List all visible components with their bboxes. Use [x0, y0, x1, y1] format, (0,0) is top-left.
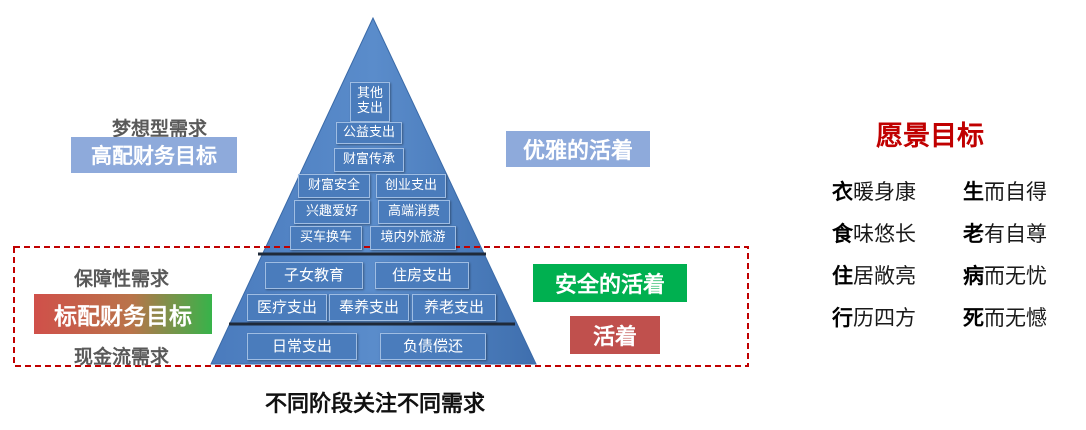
- vision-text: 有自尊: [984, 222, 1047, 246]
- pyramid-item-wealth-security: 财富安全: [298, 174, 370, 198]
- security-need-label: 保障性需求: [74, 268, 170, 290]
- high-goal-badge: 高配财务目标: [71, 137, 237, 173]
- pyramid-item-retirement: 养老支出: [412, 294, 496, 321]
- vision-key-char: 死: [963, 306, 984, 330]
- pyramid-item-daily-expenses: 日常支出: [247, 333, 357, 360]
- safe-living-badge: 安全的活着: [533, 264, 687, 302]
- vision-text: 暖身康: [853, 180, 916, 204]
- vision-item: 生而自得: [963, 176, 1047, 206]
- vision-text: 居敞亮: [853, 264, 916, 288]
- vision-text: 而无忧: [984, 264, 1047, 288]
- cashflow-need-label: 现金流需求: [74, 346, 170, 368]
- pyramid-item-charity: 公益支出: [336, 122, 402, 144]
- pyramid-item-travel: 境内外旅游: [370, 226, 456, 250]
- standard-goal-gradient: [34, 294, 212, 334]
- pyramid-item-hobbies: 兴趣爱好: [294, 200, 370, 224]
- vision-text: 历四方: [853, 306, 916, 330]
- vision-key-char: 行: [832, 306, 853, 330]
- vision-text: 味悠长: [853, 222, 916, 246]
- vision-key-char: 老: [963, 222, 984, 246]
- alive-badge: 活着: [570, 316, 660, 354]
- pyramid-item-medical: 医疗支出: [247, 294, 327, 321]
- elegant-living-badge: 优雅的活着: [506, 131, 650, 167]
- vision-text: 而自得: [984, 180, 1047, 204]
- vision-key-char: 生: [963, 180, 984, 204]
- vision-title: 愿景目标: [876, 121, 984, 152]
- vision-text: 而无憾: [984, 306, 1047, 330]
- vision-item: 死而无憾: [963, 302, 1047, 332]
- pyramid-item-education: 子女教育: [265, 262, 363, 289]
- pyramid-item-car: 买车换车: [290, 226, 362, 250]
- bottom-levels-dashed-frame: [13, 246, 749, 367]
- vision-item: 衣暖身康: [832, 176, 916, 206]
- vision-item: 食味悠长: [832, 218, 916, 248]
- pyramid-item-startup: 创业支出: [376, 174, 446, 198]
- vision-key-char: 病: [963, 264, 984, 288]
- vision-item: 住居敞亮: [832, 260, 916, 290]
- diagram-caption: 不同阶段关注不同需求: [264, 392, 485, 417]
- pyramid-item-elder-support: 奉养支出: [329, 294, 409, 321]
- vision-item: 病而无忧: [963, 260, 1047, 290]
- vision-item: 行历四方: [832, 302, 916, 332]
- vision-key-char: 住: [832, 264, 853, 288]
- vision-key-char: 食: [832, 222, 853, 246]
- pyramid-item-luxury: 高端消费: [378, 200, 450, 224]
- pyramid-item-wealth-inheritance: 财富传承: [334, 148, 404, 172]
- pyramid-item-housing: 住房支出: [375, 262, 469, 289]
- pyramid-item-other: 其他 支出: [350, 82, 390, 122]
- vision-item: 老有自尊: [963, 218, 1047, 248]
- dream-need-label: 梦想型需求: [112, 118, 208, 140]
- vision-key-char: 衣: [832, 180, 853, 204]
- pyramid-item-debt-repayment: 负债偿还: [380, 333, 486, 360]
- standard-goal-badge: 标配财务目标: [54, 304, 192, 330]
